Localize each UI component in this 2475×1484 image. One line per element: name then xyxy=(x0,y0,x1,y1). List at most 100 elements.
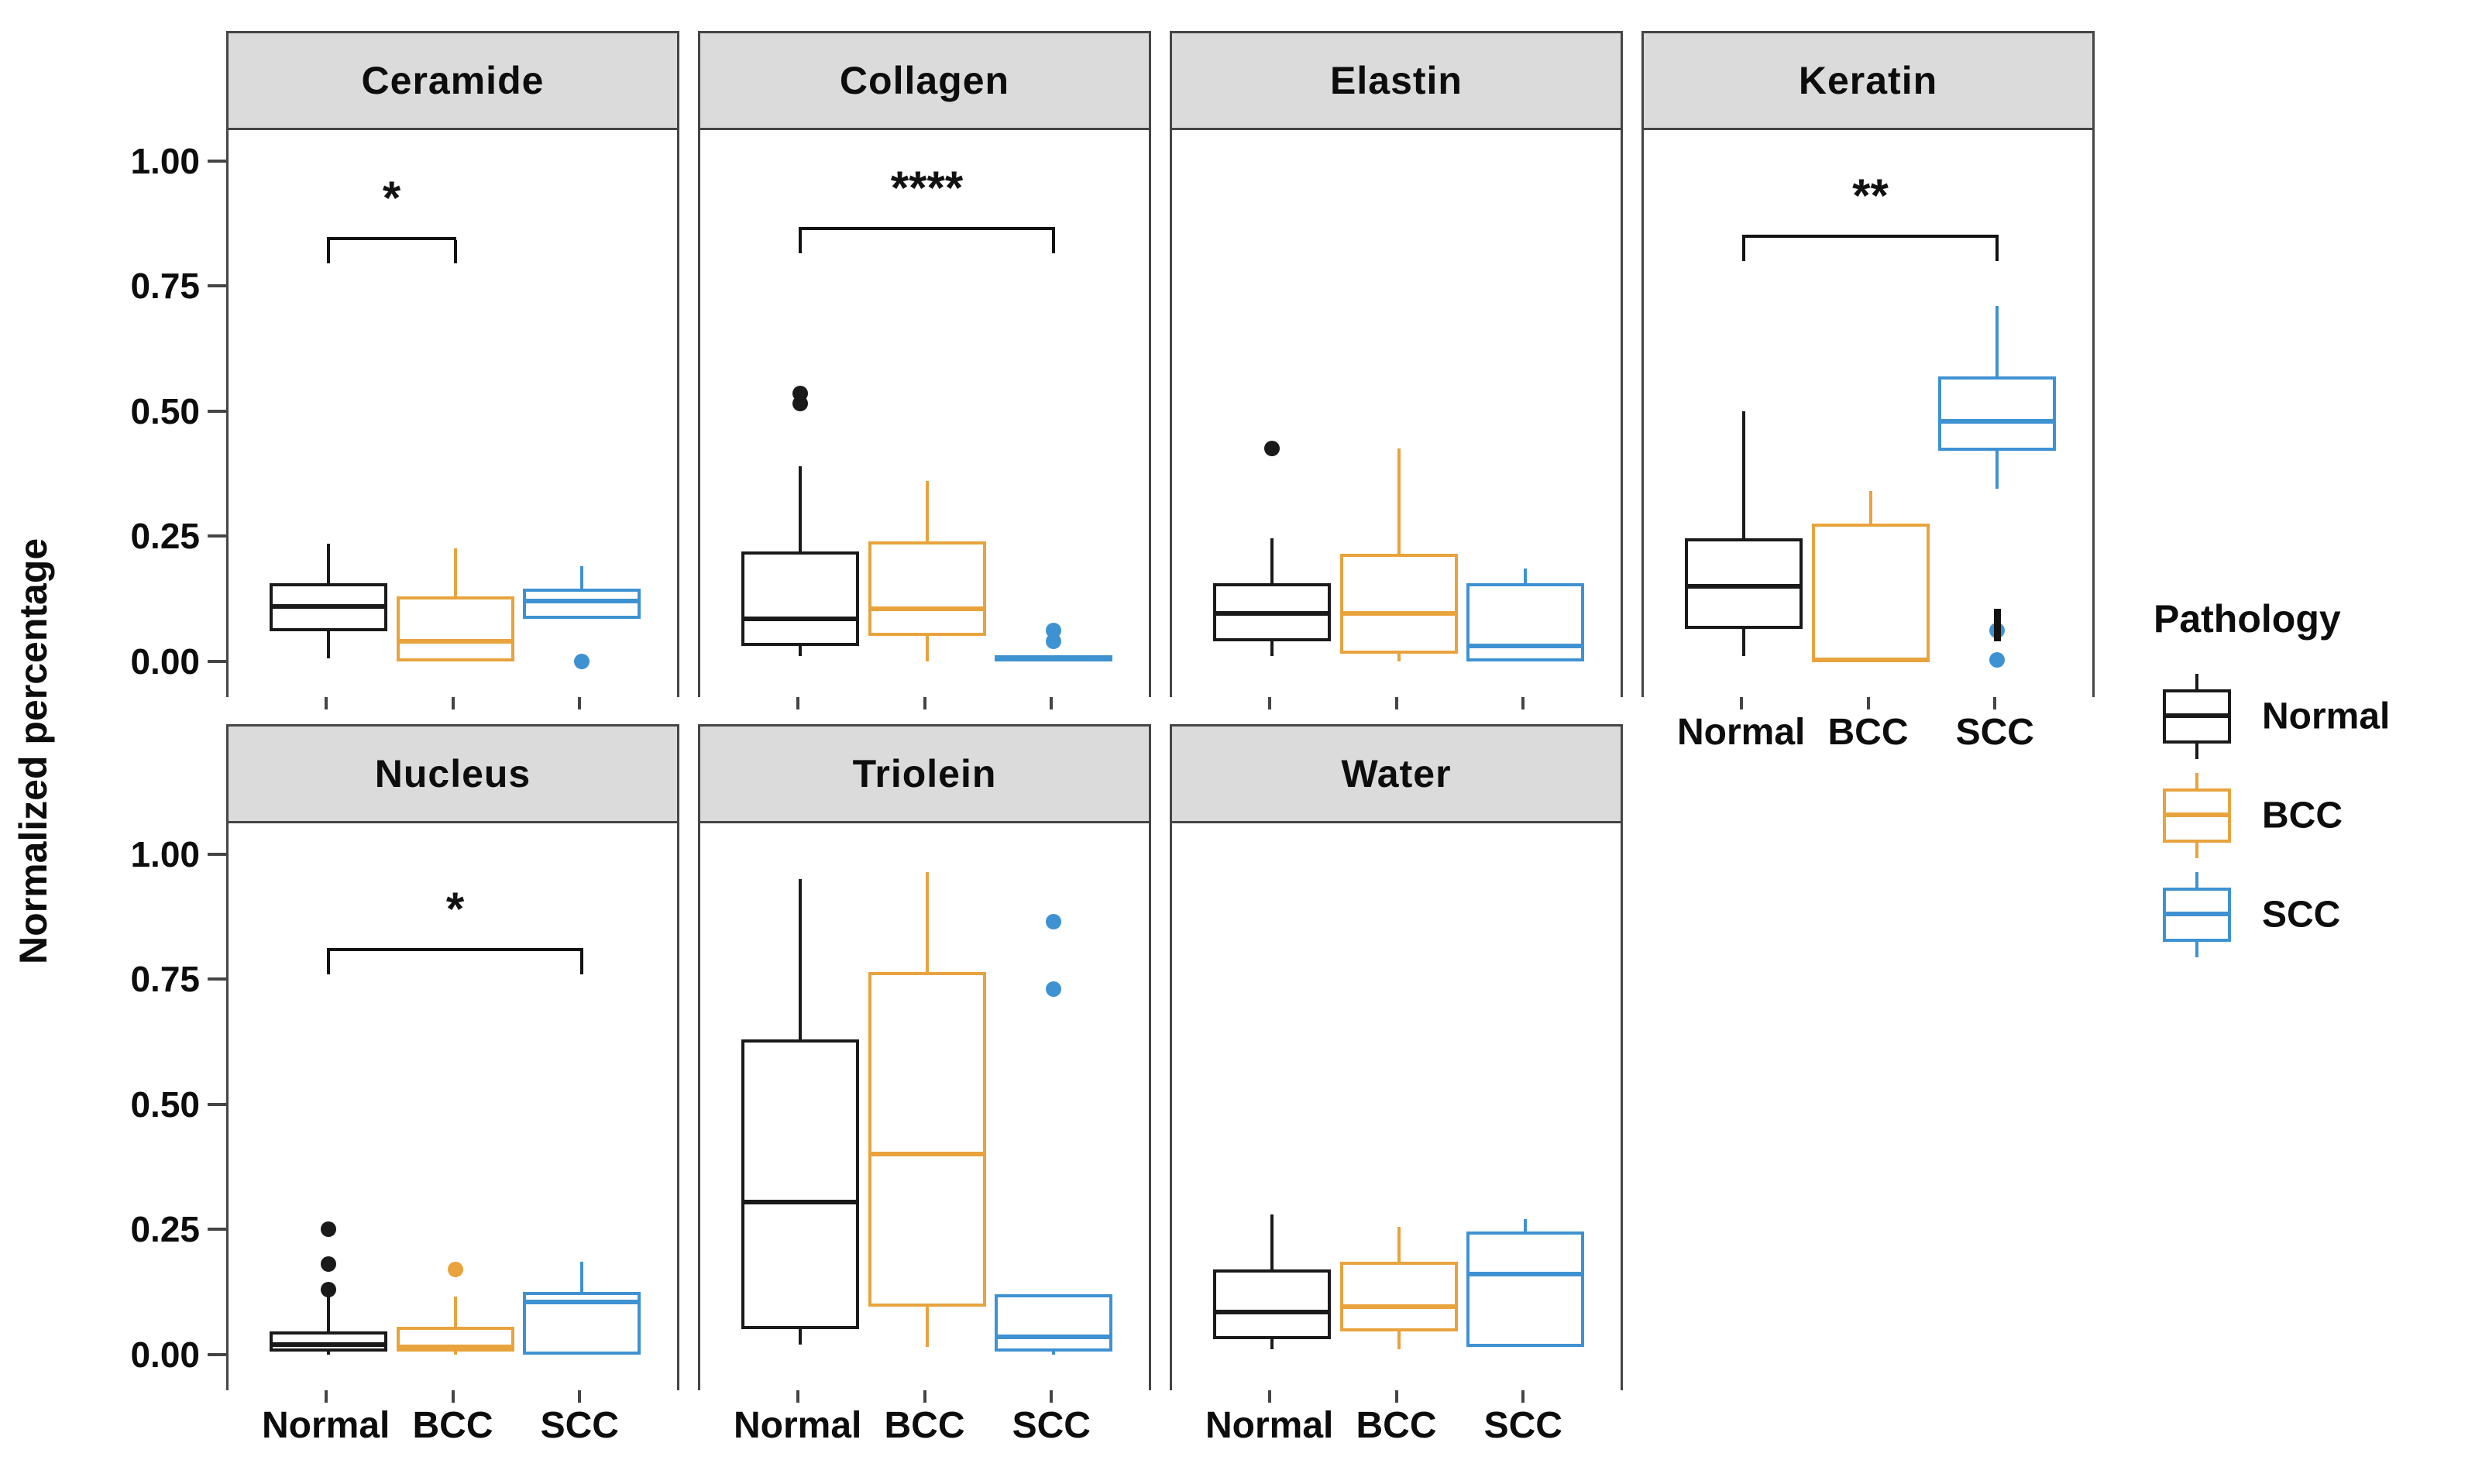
median-line-ceramide-normal xyxy=(269,603,387,609)
box-elastin-scc xyxy=(1466,583,1585,661)
plot-area-elastin xyxy=(1172,130,1621,697)
median-line-triolein-normal xyxy=(741,1199,859,1204)
outlier-dot-triolein-scc xyxy=(1046,981,1062,998)
box-collagen-normal xyxy=(741,551,859,647)
x-tick-mark xyxy=(324,697,328,709)
outlier-dot-nucleus-bcc xyxy=(447,1261,463,1277)
median-line-nucleus-scc xyxy=(523,1299,641,1304)
whisker-nucleus-normal xyxy=(326,1297,330,1355)
box-triolein-normal xyxy=(741,1039,859,1330)
outlier-dot-nucleus-normal xyxy=(320,1221,336,1238)
median-line-elastin-normal xyxy=(1212,611,1331,617)
x-tick-mark xyxy=(1866,697,1870,709)
legend-label-bcc: BCC xyxy=(2262,795,2343,836)
significance-bracket-end xyxy=(798,230,802,254)
significance-stars-collagen: **** xyxy=(890,162,964,215)
outlier-dot-elastin-normal xyxy=(1263,441,1280,457)
significance-bracket-end xyxy=(580,950,584,974)
median-line-nucleus-normal xyxy=(269,1341,387,1347)
panel-title-collagen: Collagen xyxy=(700,33,1149,130)
x-tick-mark xyxy=(1267,1390,1271,1403)
box-water-scc xyxy=(1466,1232,1585,1347)
box-water-bcc xyxy=(1339,1262,1458,1332)
y-tick-mark xyxy=(208,534,226,538)
legend-item-bcc: BCC xyxy=(2161,773,2475,858)
box-ceramide-bcc xyxy=(396,596,514,661)
y-tick-label: 0.75 xyxy=(130,266,200,307)
boxplot-glyph-bcc-icon xyxy=(2161,773,2233,858)
y-tick-mark xyxy=(208,284,226,288)
x-tick-mark xyxy=(1050,1390,1054,1403)
significance-bracket-end xyxy=(326,240,330,264)
legend-pathology: Pathology Normal BCC SCC xyxy=(2154,596,2475,957)
significance-stars-ceramide: * xyxy=(382,172,401,225)
y-tick-label: 0.75 xyxy=(130,959,200,1000)
box-keratin-scc xyxy=(1938,376,2057,452)
x-category-label-bcc: BCC xyxy=(884,1405,965,1446)
whisker-keratin-normal xyxy=(1741,411,1745,657)
panel-water: Water xyxy=(1170,724,1623,1390)
box-ceramide-scc xyxy=(523,588,641,619)
x-tick-mark xyxy=(1993,697,1997,709)
x-tick-mark xyxy=(1739,697,1743,709)
box-nucleus-normal xyxy=(269,1331,387,1352)
panel-triolein: Triolein xyxy=(698,724,1151,1390)
median-line-collagen-bcc xyxy=(868,606,986,611)
significance-stars-nucleus: * xyxy=(445,882,465,935)
panel-ceramide: Ceramide * xyxy=(226,31,679,697)
outlier-dot-triolein-scc xyxy=(1046,914,1062,930)
outlier-dot-collagen-scc xyxy=(1046,622,1062,638)
y-tick-label: 1.00 xyxy=(130,834,200,875)
x-tick-mark xyxy=(1267,697,1271,709)
x-category-label-bcc: BCC xyxy=(1356,1405,1437,1446)
panel-title-keratin: Keratin xyxy=(1644,33,2092,130)
x-tick-mark xyxy=(923,1390,926,1403)
box-keratin-normal xyxy=(1684,538,1803,629)
legend-item-normal: Normal xyxy=(2161,674,2475,759)
x-tick-mark xyxy=(578,697,582,709)
panel-title-elastin: Elastin xyxy=(1172,33,1621,130)
median-line-water-scc xyxy=(1466,1272,1585,1277)
box-elastin-bcc xyxy=(1339,553,1458,654)
significance-bracket-end xyxy=(326,950,330,974)
outlier-dot-nucleus-normal xyxy=(320,1256,336,1273)
x-tick-mark xyxy=(1394,1390,1398,1403)
outlier-dot-nucleus-normal xyxy=(320,1281,336,1297)
x-tick-mark xyxy=(923,697,926,709)
outlier-dot-ceramide-scc xyxy=(574,653,590,669)
panel-title-triolein: Triolein xyxy=(700,727,1149,823)
significance-bracket-end xyxy=(453,240,457,264)
panel-title-ceramide: Ceramide xyxy=(229,33,677,130)
y-tick-mark xyxy=(208,977,226,981)
x-tick-mark xyxy=(324,1390,328,1403)
box-keratin-bcc xyxy=(1811,524,1930,661)
significance-bracket-nucleus xyxy=(326,947,584,951)
median-line-collagen-scc xyxy=(995,656,1113,661)
plot-area-triolein xyxy=(700,823,1149,1390)
x-category-label-bcc: BCC xyxy=(412,1405,493,1446)
x-category-label-normal: Normal xyxy=(734,1405,862,1446)
outlier-dot-collagen-normal xyxy=(792,386,808,402)
panel-keratin: Keratin ** xyxy=(1641,31,2095,697)
y-tick-mark xyxy=(208,1102,226,1106)
x-tick-mark xyxy=(451,1390,455,1403)
median-line-water-bcc xyxy=(1339,1304,1458,1310)
x-category-label-bcc: BCC xyxy=(1827,712,1909,753)
legend-label-scc: SCC xyxy=(2262,894,2341,936)
y-tick-mark xyxy=(208,1352,226,1356)
outlier-dot-keratin-scc xyxy=(1989,651,2006,668)
plot-area-water xyxy=(1172,823,1621,1390)
significance-bracket-collagen xyxy=(798,227,1056,231)
box-triolein-bcc xyxy=(868,971,986,1307)
significance-bracket-end xyxy=(1741,237,1745,261)
box-triolein-scc xyxy=(995,1294,1113,1352)
panel-collagen: Collagen **** xyxy=(698,31,1151,697)
significance-bracket-ceramide xyxy=(326,237,457,241)
median-line-keratin-bcc xyxy=(1811,657,1930,662)
y-tick-mark xyxy=(208,160,226,163)
significance-bracket-keratin xyxy=(1741,234,1999,238)
plot-area-keratin: ** xyxy=(1644,130,2092,697)
significance-stars-keratin: ** xyxy=(1852,169,1889,222)
median-line-triolein-scc xyxy=(995,1334,1113,1339)
